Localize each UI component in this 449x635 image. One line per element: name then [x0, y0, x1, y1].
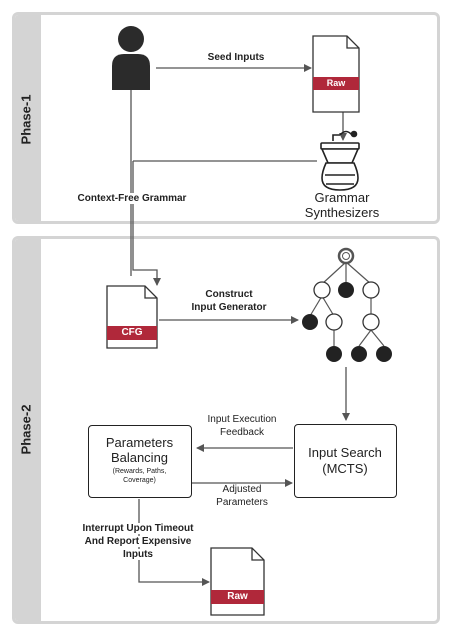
file-icon: [210, 547, 265, 616]
grinder-icon: [320, 130, 360, 191]
tree-edges: [309, 261, 385, 347]
phase-1-band: [15, 15, 41, 221]
exec-feedback-label-2: Feedback: [220, 427, 264, 438]
phase-2-band: [15, 239, 41, 621]
input-search-title-1: Input Search: [308, 445, 382, 460]
file-icon: [106, 285, 158, 349]
interrupt-label-1: Interrupt Upon Timeout: [68, 523, 208, 534]
adjusted-label-1: Adjusted: [222, 484, 262, 495]
grammar-synth-label-2: Synthesizers: [304, 205, 380, 220]
synth-to-cfg-line: [132, 161, 161, 286]
grammar-synth-label-1: Grammar: [314, 190, 370, 205]
params-title-1: Parameters: [105, 435, 174, 450]
adjusted-label-2: Parameters: [216, 497, 268, 508]
phase-1-panel: [12, 12, 440, 224]
input-search-box: Input Search (MCTS): [294, 424, 397, 498]
cfg-file-label: CFG: [121, 327, 143, 338]
exec-feedback-label-1: Input Execution: [207, 414, 277, 425]
params-title-2: Balancing: [110, 450, 169, 465]
context-free-grammar-label: Context-Free Grammar: [62, 193, 202, 204]
raw-file-bottom-label: Raw: [227, 591, 248, 602]
params-sub-1: (Rewards, Paths,: [112, 468, 167, 475]
interrupt-label-3: Inputs: [68, 549, 208, 560]
raw-file-top-label: Raw: [326, 78, 346, 88]
construct-label-1: Construct: [205, 289, 253, 300]
seed-inputs-label: Seed Inputs: [207, 52, 265, 63]
input-search-title-2: (MCTS): [322, 461, 368, 476]
tree-icon: [302, 247, 392, 362]
params-sub-2: Coverage): [123, 477, 156, 484]
parameters-balancing-box: Parameters Balancing (Rewards, Paths, Co…: [88, 425, 192, 498]
file-icon: [312, 35, 360, 113]
interrupt-label-2: And Report Expensive: [68, 536, 208, 547]
construct-label-2: Input Generator: [191, 302, 267, 313]
user-icon: [112, 26, 150, 90]
